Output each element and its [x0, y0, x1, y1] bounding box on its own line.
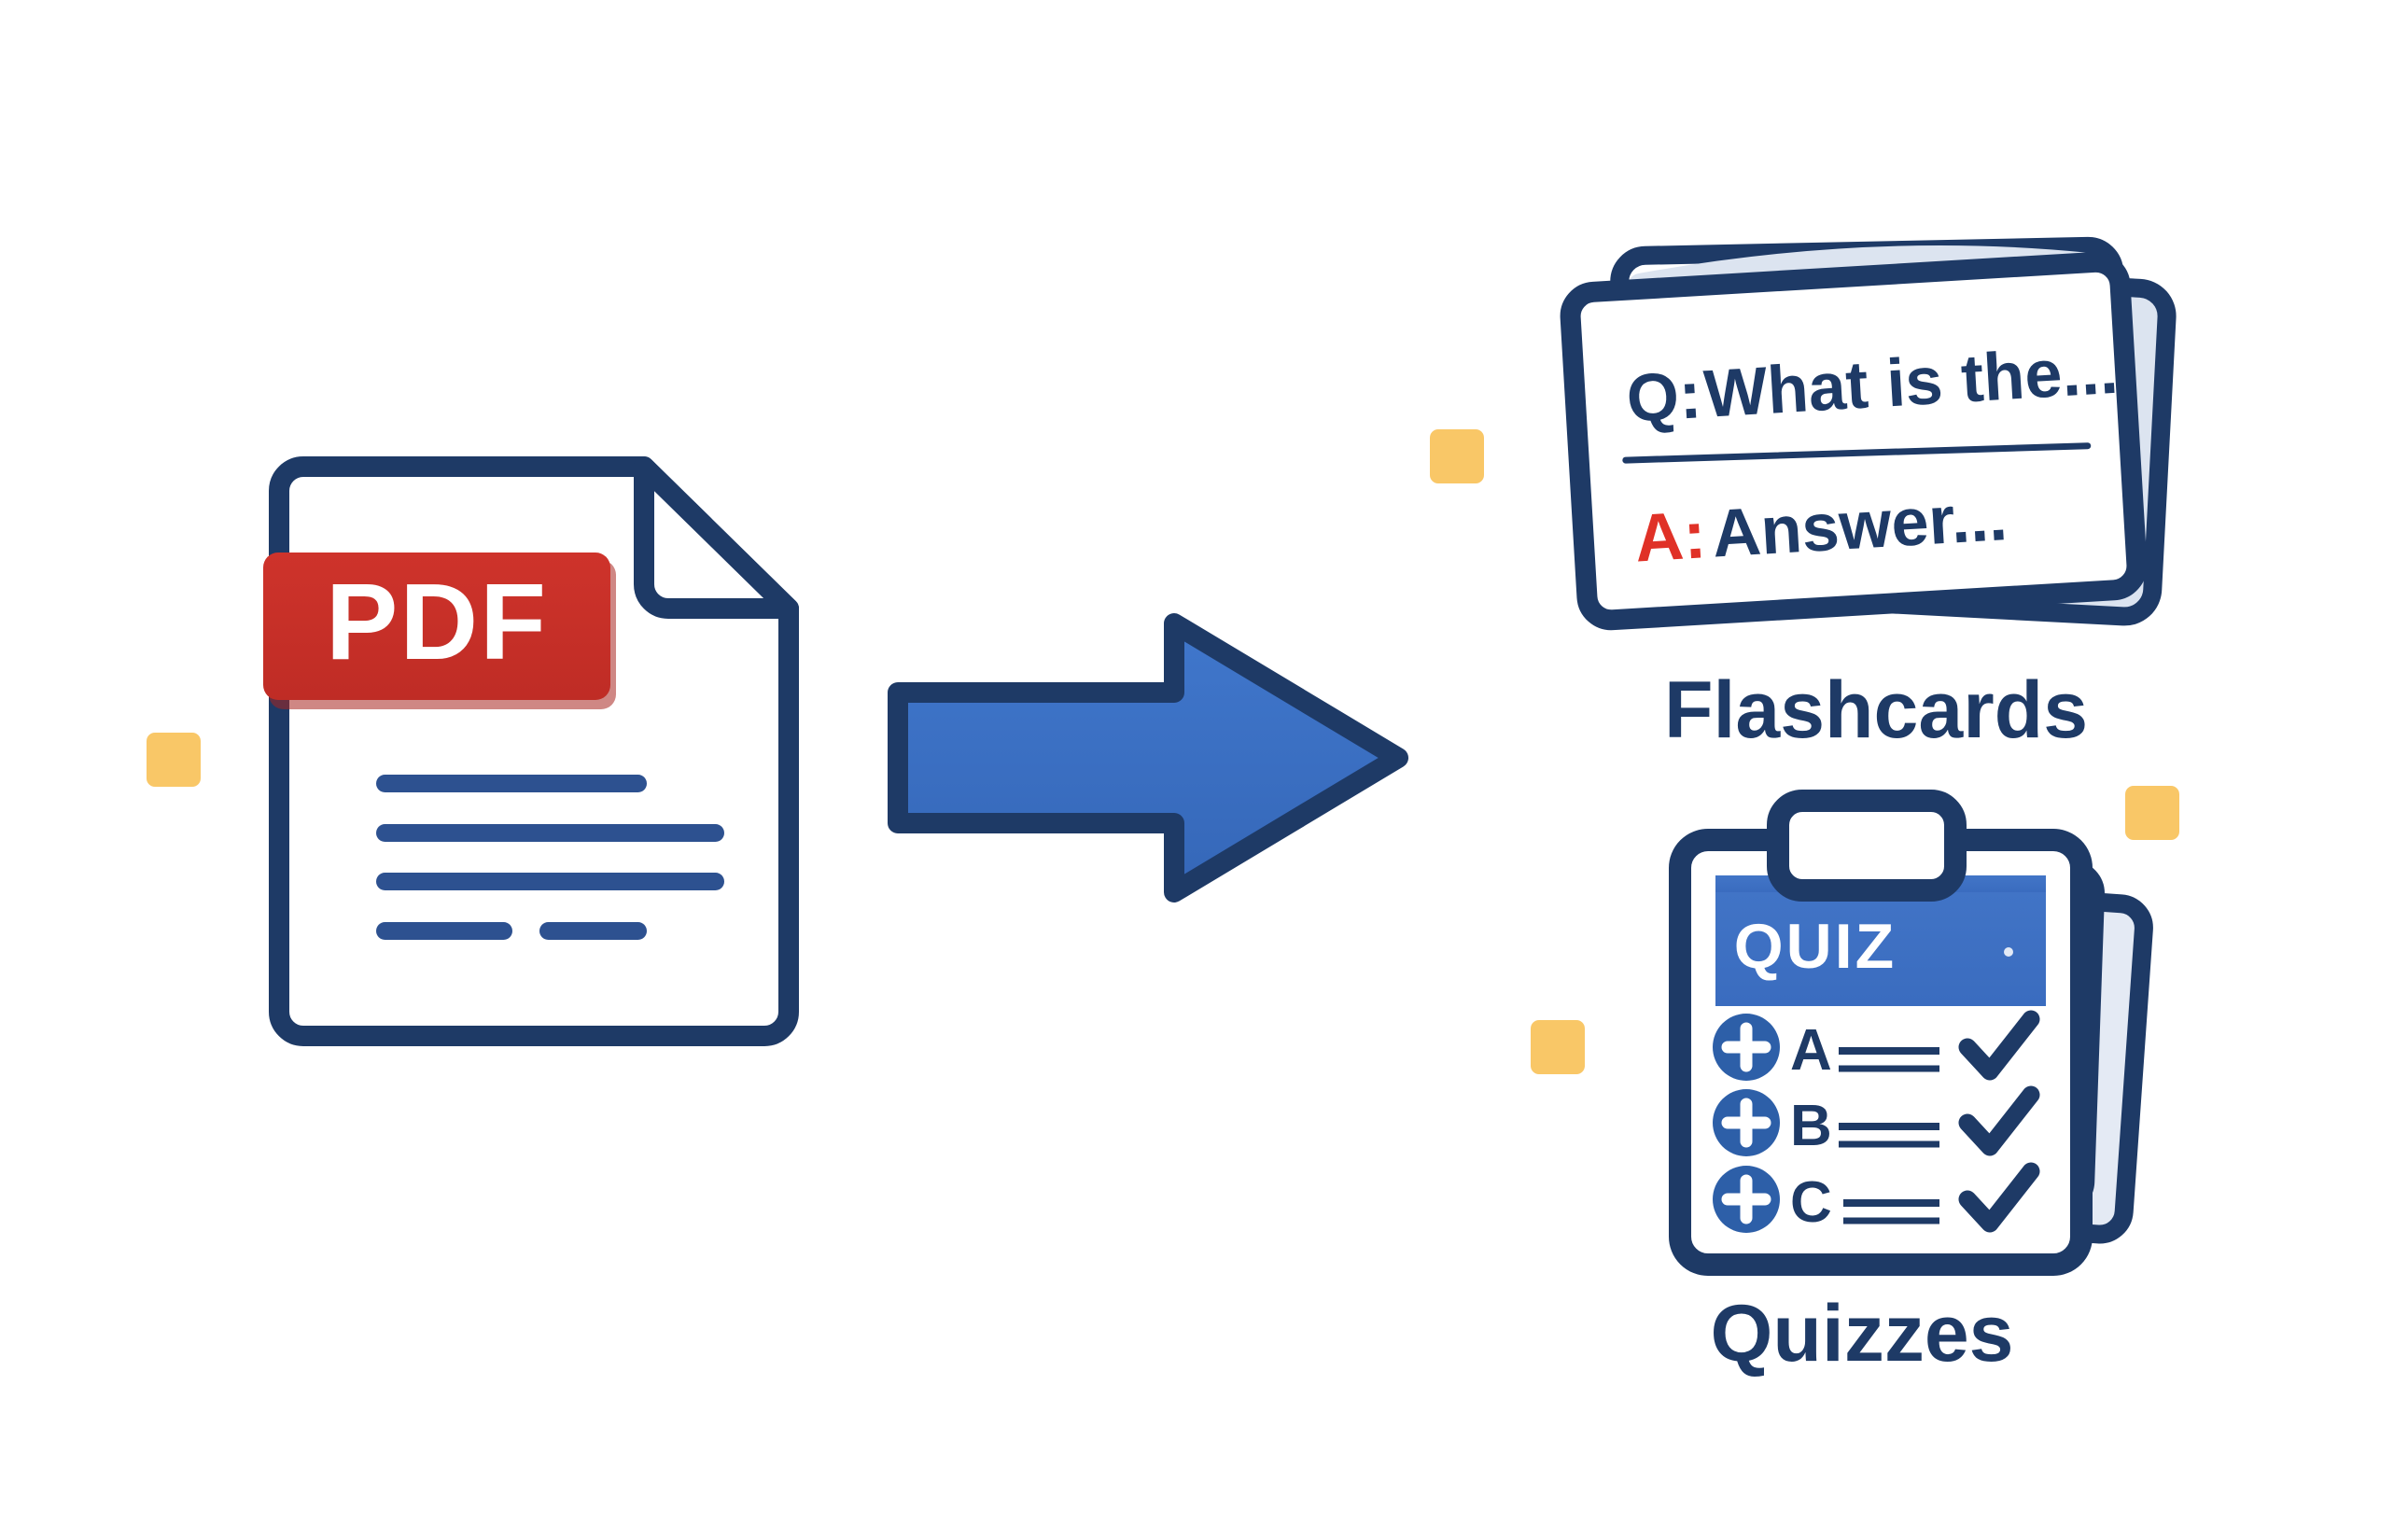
- quiz-header-bar: [1715, 875, 2046, 1006]
- quizzes-label: Quizzes: [1711, 1289, 2014, 1378]
- yellow-accent-square: [2125, 786, 2179, 840]
- flashcard-answer-text: Answer...: [1710, 480, 2009, 572]
- flashcard-divider: [1622, 442, 2092, 464]
- pdf-text-lines: [376, 775, 724, 940]
- flashcard-question-prefix: Q:: [1625, 357, 1704, 437]
- quiz-option-letter: C: [1790, 1170, 1832, 1235]
- flashcards-label: Flashcards: [1664, 665, 2088, 755]
- check-icon: [1958, 1010, 2040, 1081]
- quiz-clipboard-clip: [1767, 790, 1967, 902]
- pdf-text-line: [539, 922, 647, 940]
- pdf-text-line: [376, 873, 724, 890]
- pdf-badge: [263, 553, 610, 700]
- pdf-text-line: [376, 922, 512, 940]
- check-icon: [1958, 1085, 2040, 1156]
- right-arrow-shape: [888, 613, 1408, 902]
- right-arrow: [888, 613, 1408, 902]
- pdf-file-icon: PDF: [263, 456, 799, 1046]
- quiz-option-letter: A: [1790, 1018, 1832, 1083]
- check-icon: [1958, 1162, 2040, 1233]
- yellow-accent-square: [147, 733, 201, 787]
- quiz-option-row: C: [1713, 1162, 2040, 1235]
- yellow-accent-square: [1430, 429, 1484, 483]
- plus-icon: [1721, 1098, 1771, 1148]
- quiz-option-row: A: [1713, 1010, 2040, 1083]
- plus-icon: [1721, 1174, 1771, 1224]
- flashcard-stack-icon: Q: What is the... A: Answer...: [1560, 236, 2177, 631]
- plus-icon: [1721, 1022, 1771, 1072]
- quiz-option-letter: B: [1790, 1094, 1832, 1158]
- pdf-page-fold-icon: [634, 456, 799, 619]
- quiz-header-dot: [2004, 947, 2013, 957]
- flashcard-answer-prefix: A:: [1632, 497, 1708, 576]
- yellow-accent-squares: [147, 429, 2179, 1074]
- yellow-accent-square: [1531, 1020, 1585, 1074]
- quiz-clipboard-icon: QUIZ A B: [1669, 790, 2153, 1276]
- flashcard-front: Q: What is the... A: Answer...: [1560, 251, 2148, 631]
- quiz-header-label: QUIZ: [1734, 911, 1897, 982]
- pdf-text-line: [376, 775, 647, 792]
- flashcard-front-body: [1560, 251, 2148, 631]
- quiz-option-row: B: [1713, 1085, 2040, 1158]
- pdf-badge-label: PDF: [326, 561, 548, 682]
- pdf-text-line: [376, 824, 724, 842]
